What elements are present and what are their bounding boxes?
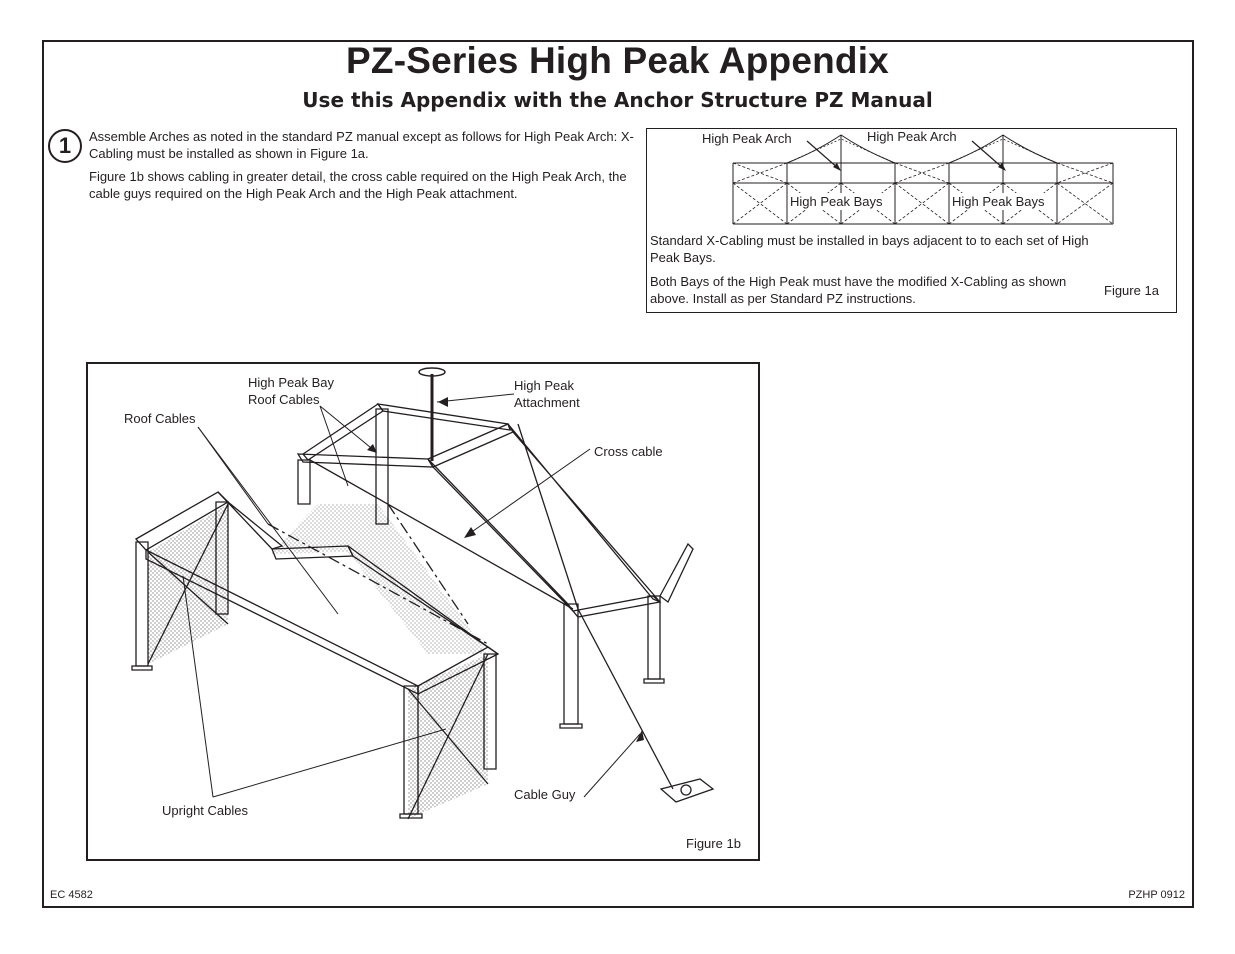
label-high-peak-arch-2: High Peak Arch [867, 129, 957, 144]
figure-1b-drawing [131, 367, 715, 820]
figure-1b: Roof Cables High Peak Bay Roof Cables Hi… [86, 362, 760, 861]
label-high-peak-bays-1: High Peak Bays [790, 193, 883, 210]
label-upright-cables: Upright Cables [162, 803, 248, 818]
page-border [42, 40, 1194, 908]
figure-1a-note-1: Standard X-Cabling must be installed in … [650, 233, 1089, 265]
page-title: PZ-Series High Peak Appendix [346, 40, 889, 81]
footer-left-code: EC 4582 [50, 889, 93, 901]
figure-1a-note-2: Both Bays of the High Peak must have the… [650, 274, 1067, 306]
figure-1a-caption: Figure 1a [1104, 283, 1159, 298]
footer-right-code: PZHP 0912 [1128, 889, 1185, 901]
label-roof-cables: Roof Cables [124, 411, 196, 426]
figure-1b-caption: Figure 1b [686, 836, 741, 851]
page-subtitle: Use this Appendix with the Anchor Struct… [302, 88, 933, 112]
label-high-peak-bays-2: High Peak Bays [952, 193, 1045, 210]
label-high-peak-bay-line1: High Peak Bay [248, 375, 334, 390]
label-high-peak-bay-line2: Roof Cables [248, 392, 320, 407]
step-number-badge: 1 [48, 129, 82, 163]
step-paragraph-1: Assemble Arches as noted in the standard… [89, 129, 634, 161]
label-cross-cable: Cross cable [594, 444, 663, 459]
label-cable-guy: Cable Guy [514, 787, 576, 802]
label-high-peak-arch-1: High Peak Arch [702, 131, 792, 146]
figure-1a: High Peak Arch High Peak Arch High Peak … [646, 128, 1177, 313]
step-paragraph-2: Figure 1b shows cabling in greater detai… [89, 169, 627, 201]
label-high-peak-attachment-line1: High Peak [514, 378, 574, 393]
figure-1a-drawing [732, 134, 1114, 225]
label-high-peak-attachment-line2: Attachment [514, 395, 580, 410]
